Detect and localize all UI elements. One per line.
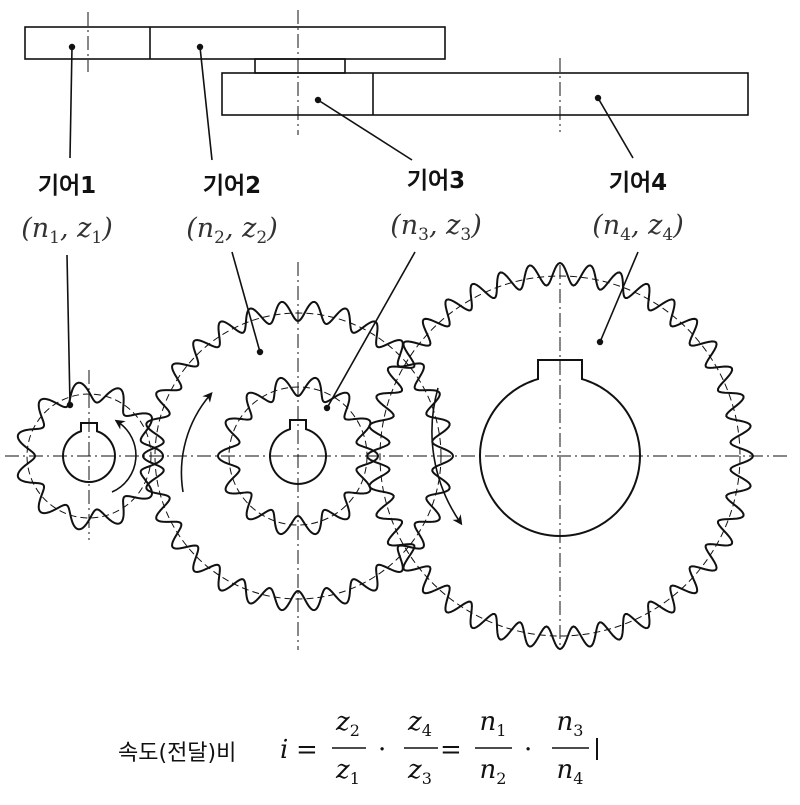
front-centerlines [5, 262, 790, 650]
gear-1-teeth [16, 381, 165, 531]
speed-ratio-formula: 속도(전달)비 i = z2 z1 · z4 z3 = n1 n2 · n3 n… [118, 707, 598, 788]
gear-1-bore-keyway [62, 422, 116, 483]
label-gear-1-name: 기어1 [38, 173, 96, 199]
gear-1-pitch-circle [26, 393, 152, 519]
side-view-gear-3-4-block [221, 72, 749, 116]
rotation-arrow-gear-2 [180, 391, 213, 493]
gear-4-bore-keyway [479, 359, 641, 537]
dot-front-gear-2 [256, 348, 264, 356]
formula-equals-2: = [440, 735, 462, 765]
dot-front-gear-1 [66, 401, 74, 409]
label-gear-4-params: (n4, z4) [592, 210, 684, 245]
gear-4-teeth [365, 261, 755, 651]
front-leaders [66, 251, 639, 412]
leader-front-gear-3 [326, 251, 416, 409]
frac-2-numerator: z4 [407, 707, 432, 740]
dot-front-gear-4 [596, 338, 604, 346]
gear-3-bore-keyway [269, 419, 327, 485]
leader-top-gear-4 [597, 97, 634, 159]
frac-1-numerator: z2 [335, 707, 360, 740]
label-gear-3-name: 기어3 [407, 168, 465, 194]
leader-top-gear-3 [317, 99, 413, 161]
leader-front-gear-4 [599, 251, 639, 343]
dot-front-gear-3 [323, 404, 331, 412]
gear-2-pitch-circle [154, 312, 442, 600]
gear-4-pitch-circle [379, 275, 741, 637]
rotation-arrow-gear-1 [111, 419, 137, 493]
side-view-hub [254, 58, 346, 74]
formula-label: 속도(전달)비 [118, 741, 236, 766]
leader-front-gear-1 [66, 254, 71, 406]
gear-3-teeth [216, 376, 380, 536]
leader-front-gear-2 [231, 251, 261, 353]
frac-4-numerator: n3 [557, 707, 584, 740]
leader-top-gear-1 [69, 46, 73, 159]
frac-1-denominator: z1 [335, 755, 360, 788]
gear-labels: 기어1 (n1, z1) 기어2 (n2, z2) 기어3 (n3, z3) 기… [21, 168, 684, 248]
leader-top-gear-2 [199, 46, 213, 161]
frac-3-denominator: n2 [480, 755, 507, 788]
gear-4-front [365, 261, 755, 651]
frac-2-denominator: z3 [407, 755, 432, 788]
side-view [24, 10, 749, 161]
label-gear-2-name: 기어2 [203, 173, 261, 199]
label-gear-3-params: (n3, z3) [390, 210, 482, 245]
side-view-gear-1-2-block [24, 26, 446, 60]
gear-1-front [16, 381, 165, 531]
rotation-arrow-gear-4 [431, 387, 463, 526]
label-gear-2-params: (n2, z2) [186, 213, 278, 248]
formula-equals-1: = [296, 735, 318, 765]
frac-3-numerator: n1 [480, 707, 507, 740]
frac-4-denominator: n4 [557, 755, 584, 788]
label-gear-1-params: (n1, z1) [21, 213, 113, 248]
rotation-arrows [111, 387, 463, 526]
formula-dot-1: · [378, 735, 386, 765]
formula-dot-2: · [524, 735, 532, 765]
formula-lhs: i [280, 735, 288, 765]
label-gear-4-name: 기어4 [609, 170, 667, 196]
